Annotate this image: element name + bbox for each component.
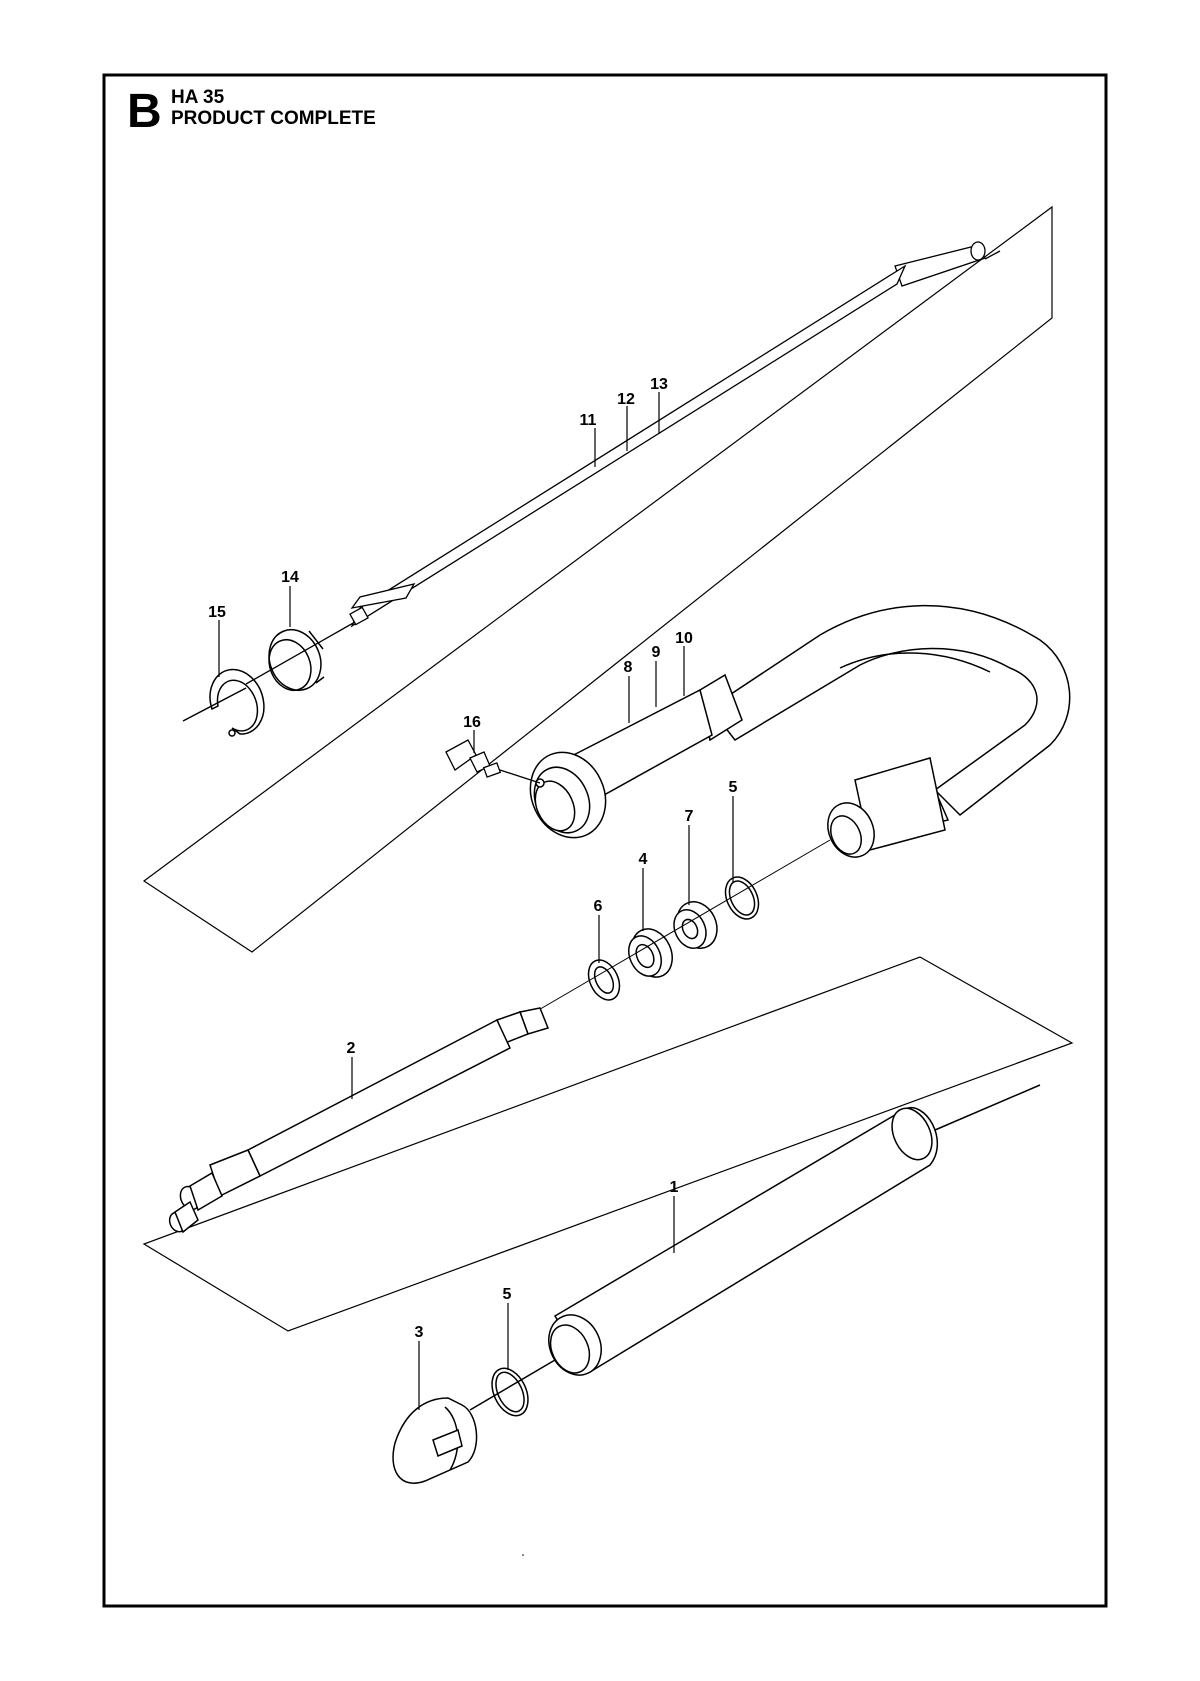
bearing-7: [673, 901, 718, 949]
lower-plane: [142, 956, 1074, 1332]
washer-6: [587, 959, 621, 1001]
callout-16: 16: [463, 714, 481, 731]
callout-1: 1: [670, 1179, 679, 1196]
bearing-4: [628, 928, 673, 978]
callout-4: 4: [639, 851, 648, 868]
drive-shaft: [245, 241, 1001, 685]
callout-12: 12: [617, 391, 635, 408]
section-letter: B: [127, 85, 162, 138]
upper-plane: [142, 205, 1053, 953]
callout-5-upper: 5: [729, 779, 738, 796]
handle-tube: [529, 604, 1071, 858]
o-ring-5-upper: [724, 876, 760, 920]
callout-9: 9: [652, 644, 661, 661]
callout-5-lower: 5: [503, 1286, 512, 1303]
screw-16: [445, 739, 541, 784]
o-ring-5-lower: [469, 1359, 556, 1417]
callout-6: 6: [594, 898, 603, 915]
callout-2: 2: [347, 1040, 356, 1057]
end-cap-3: [392, 1397, 478, 1484]
callout-8: 8: [624, 659, 633, 676]
bearing-sleeve-14: [268, 629, 325, 691]
assembly-axis-upper: [529, 839, 831, 1016]
page-frame: [102, 73, 1108, 1608]
circlip-15: [182, 668, 265, 737]
model-name: HA 35: [171, 87, 225, 108]
callout-3: 3: [415, 1324, 424, 1341]
shaft-2: [168, 1007, 550, 1234]
callout-14: 14: [281, 569, 299, 586]
diagram-title: PRODUCT COMPLETE: [171, 108, 376, 129]
callout-10: 10: [675, 630, 693, 647]
callout-11: 11: [580, 412, 597, 429]
page-mark: [522, 1554, 524, 1556]
callout-13: 13: [650, 376, 668, 393]
callout-7: 7: [685, 808, 694, 825]
callout-15: 15: [208, 604, 226, 621]
leader-lines: [218, 392, 734, 1410]
outer-tube-1: [548, 1084, 1041, 1376]
